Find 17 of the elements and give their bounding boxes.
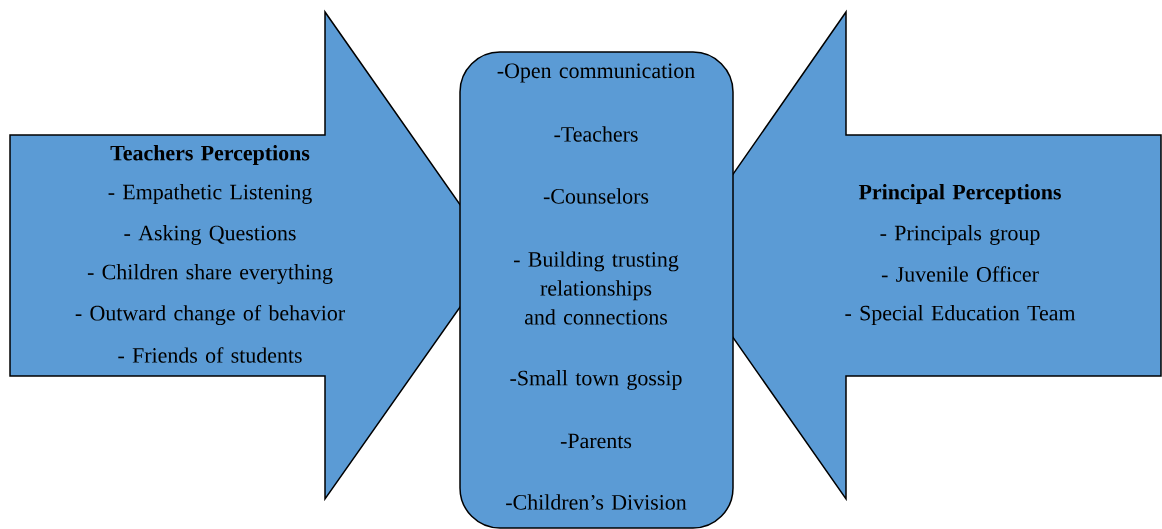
list-item: - Asking Questions bbox=[124, 225, 296, 245]
list-item: - Empathetic Listening bbox=[108, 184, 312, 204]
list-item: - Juvenile Officer bbox=[881, 266, 1039, 282]
list-item: - Outward change of behavior bbox=[75, 304, 345, 326]
list-item: -Children’s Division bbox=[506, 494, 687, 510]
list-item: - Children share everything bbox=[87, 264, 333, 284]
list-item: -Parents bbox=[560, 433, 632, 449]
list-item: - Friends of students bbox=[118, 347, 302, 363]
list-item: -Small town gossip bbox=[510, 370, 682, 390]
heading: Teachers Perceptions bbox=[110, 145, 310, 165]
list-item: -Open communication bbox=[497, 63, 695, 83]
list-item: - Building trusting relationships and connections bbox=[514, 251, 679, 325]
list-item: - Principals group bbox=[880, 225, 1040, 245]
list-item: -Counselors bbox=[543, 188, 649, 204]
list-item: -Teachers bbox=[554, 126, 638, 142]
list-item: - Special Education Team bbox=[845, 305, 1076, 325]
heading: Principal Perceptions bbox=[858, 184, 1061, 204]
